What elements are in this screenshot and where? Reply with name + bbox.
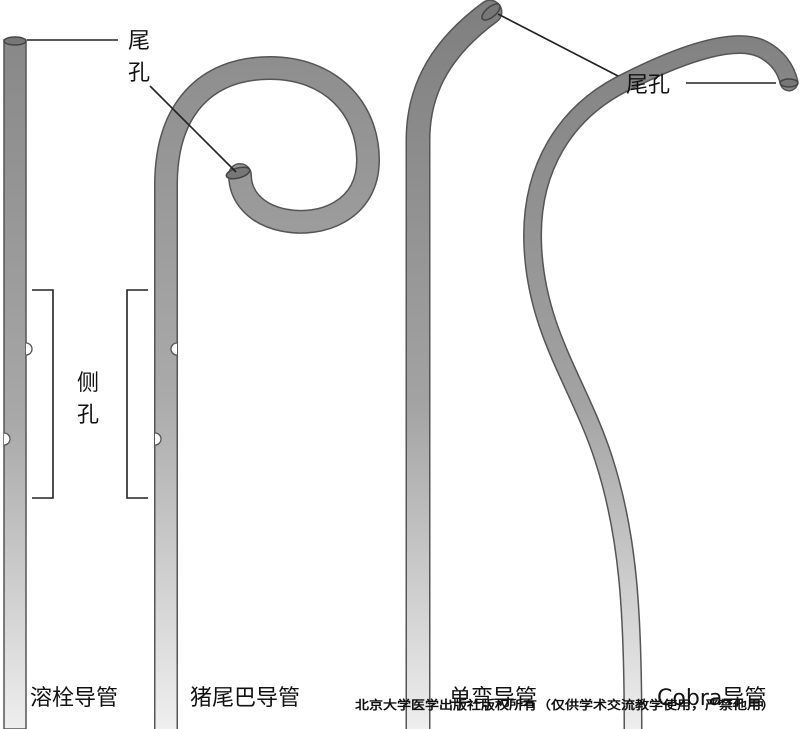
tail-hole-label-right: 尾孔 — [626, 73, 670, 98]
side-hole-label-char-1: 侧 — [77, 371, 99, 396]
pigtail-side-hole-2 — [154, 432, 162, 446]
single-curve-catheter — [405, 0, 503, 729]
thrombolysis-tail-hole — [3, 36, 27, 46]
tail-hole-leader-2 — [149, 85, 237, 173]
thrombolysis-catheter-shaft — [3, 39, 27, 729]
side-hole-bracket-left — [32, 289, 54, 499]
tail-hole-label-char-2: 孔 — [128, 61, 150, 86]
thrombolysis-side-hole-2 — [3, 432, 11, 446]
catheter-name-pigtail: 猪尾巴导管 — [190, 686, 300, 711]
thrombolysis-catheter — [3, 36, 33, 729]
tail-hole-label-char-1: 尾 — [128, 29, 150, 54]
pigtail-catheter — [154, 56, 380, 729]
cobra-tail-hole — [779, 78, 799, 88]
copyright-watermark: 北京大学医学出版社版权所有（仅供学术交流教学使用，严禁他用） — [355, 697, 775, 712]
pigtail-side-hole-1 — [170, 342, 178, 356]
thrombolysis-side-hole-1 — [25, 342, 33, 356]
tail-hole-leader-3 — [497, 13, 619, 77]
catheter-name-single-curve: 单弯导管 — [449, 686, 537, 711]
single-curve-tail-hole — [481, 3, 501, 21]
cobra-catheter — [523, 35, 799, 729]
catheter-name-cobra: Cobra导管 — [657, 686, 766, 711]
pigtail-tail-hole — [225, 166, 251, 180]
catheter-name-thrombolysis: 溶栓导管 — [30, 686, 118, 711]
side-hole-bracket-right — [126, 289, 148, 499]
side-hole-label-char-2: 孔 — [77, 403, 99, 428]
